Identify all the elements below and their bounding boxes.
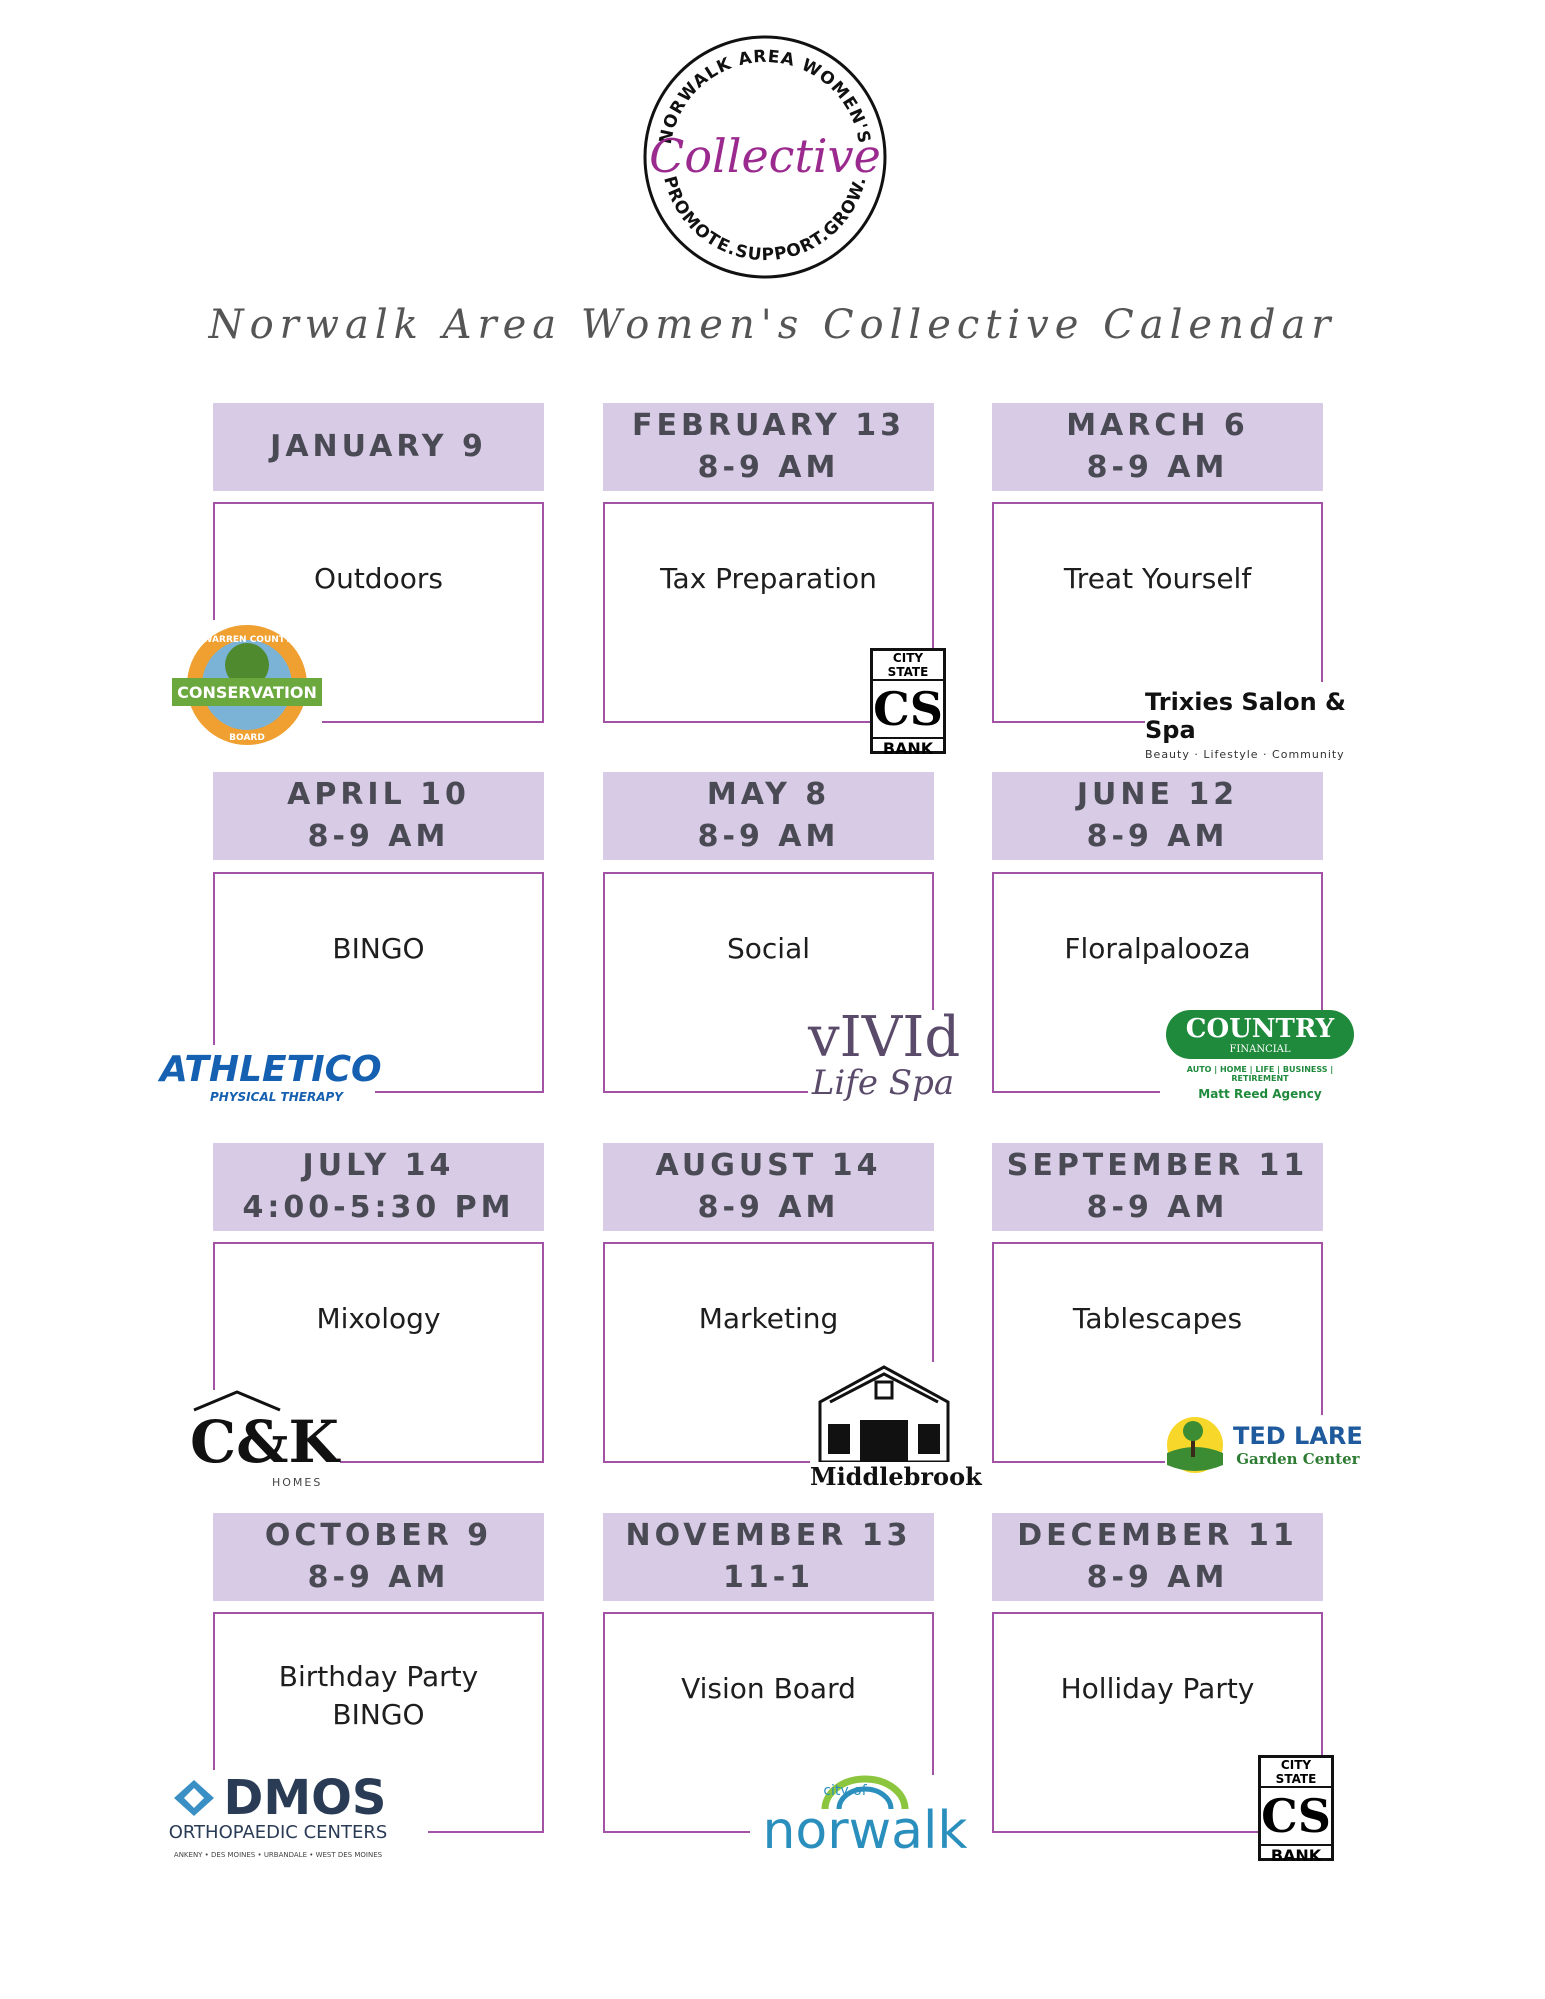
event-topic: Vision Board [681,1672,856,1705]
event-topic: Outdoors [314,562,443,595]
event-topic: Tax Preparation [660,562,877,595]
event-card: Floralpalooza [992,872,1323,1093]
event-topic: Holliday Party [1060,1672,1255,1705]
month-time: 8-9 AM [697,450,840,485]
event-topic: Treat Yourself [1063,562,1252,595]
sponsor-logo: vIVId Life Spa [808,1010,960,1120]
month-date-header: JULY 14 4:00-5:30 PM [213,1143,544,1231]
month-date: DECEMBER 11 [1017,1518,1298,1553]
month-date: OCTOBER 9 [264,1518,493,1553]
month-time: 8-9 AM [1086,819,1229,854]
svg-text:WARREN COUNTY: WARREN COUNTY [203,635,292,645]
sponsor-logo: Middlebrook [810,1362,982,1492]
sponsor-logo: COUNTRY FINANCIAL AUTO | HOME | LIFE | B… [1160,1010,1360,1120]
seal-script-text: Collective [649,129,881,183]
month-date-header: DECEMBER 11 8-9 AM [992,1513,1323,1601]
month-time: 4:00-5:30 PM [242,1190,515,1225]
sponsor-logo: C&K HOMES [190,1390,340,1500]
sponsor-logo: city of norwalk [750,1775,980,1875]
sponsor-logo: TED LARE Garden Center [1165,1415,1365,1481]
month-date: NOVEMBER 13 [625,1518,912,1553]
month-time: 8-9 AM [697,819,840,854]
month-date: MAY 8 [706,777,831,812]
month-date: SEPTEMBER 11 [1006,1148,1309,1183]
event-topic: Birthday Party BINGO [278,1660,479,1731]
event-topic: Social [726,932,810,965]
event-card: Holliday Party [992,1612,1323,1833]
sponsor-logo: ATHLETICO PHYSICAL THERAPY [160,1045,382,1105]
month-time: 8-9 AM [307,1560,450,1595]
month-time: 8-9 AM [1086,1560,1229,1595]
event-card: Tax Preparation [603,502,934,723]
svg-text:CONSERVATION: CONSERVATION [177,683,317,702]
month-date-header: JANUARY 9 [213,403,544,491]
month-date: JANUARY 9 [270,429,487,464]
month-date: JUNE 12 [1076,777,1239,812]
month-time: 8-9 AM [697,1190,840,1225]
month-date-header: FEBRUARY 13 8-9 AM [603,403,934,491]
month-date: JULY 14 [302,1148,455,1183]
sponsor-logo: Trixies Salon & Spa Beauty · Lifestyle ·… [1145,682,1400,761]
month-time: 11-1 [722,1560,815,1595]
event-topic: Marketing [698,1302,839,1335]
sponsor-logo: CONSERVATION WARREN COUNTY BOARD [172,620,322,750]
month-time: 8-9 AM [1086,1190,1229,1225]
event-topic: Mixology [316,1302,441,1335]
page-title: Norwalk Area Women's Collective Calendar [208,302,1337,348]
event-topic: BINGO [332,932,425,965]
month-date-header: AUGUST 14 8-9 AM [603,1143,934,1231]
event-topic: Tablescapes [1072,1302,1243,1335]
month-date-header: MAY 8 8-9 AM [603,772,934,860]
month-date-header: OCTOBER 9 8-9 AM [213,1513,544,1601]
svg-text:BOARD: BOARD [229,733,265,743]
month-date: APRIL 10 [287,777,470,812]
sponsor-logo: CITY STATE CS BANK [1258,1755,1334,1865]
month-date: FEBRUARY 13 [632,408,905,443]
month-date-header: NOVEMBER 13 11-1 [603,1513,934,1601]
sponsor-logo: CITY STATE CS BANK [870,648,946,758]
month-date-header: APRIL 10 8-9 AM [213,772,544,860]
sponsor-logo: DMOS ORTHOPAEDIC CENTERS ANKENY • DES MO… [128,1770,428,1870]
month-date-header: JUNE 12 8-9 AM [992,772,1323,860]
month-date-header: MARCH 6 8-9 AM [992,403,1323,491]
month-time: 8-9 AM [1086,450,1229,485]
event-topic: Floralpalooza [1064,932,1251,965]
month-time: 8-9 AM [307,819,450,854]
month-date-header: SEPTEMBER 11 8-9 AM [992,1143,1323,1231]
collective-seal-logo: NORWALK AREA WOMEN'S PROMOTE.SUPPORT.GRO… [640,32,890,282]
month-date: MARCH 6 [1066,408,1249,443]
month-date: AUGUST 14 [655,1148,882,1183]
